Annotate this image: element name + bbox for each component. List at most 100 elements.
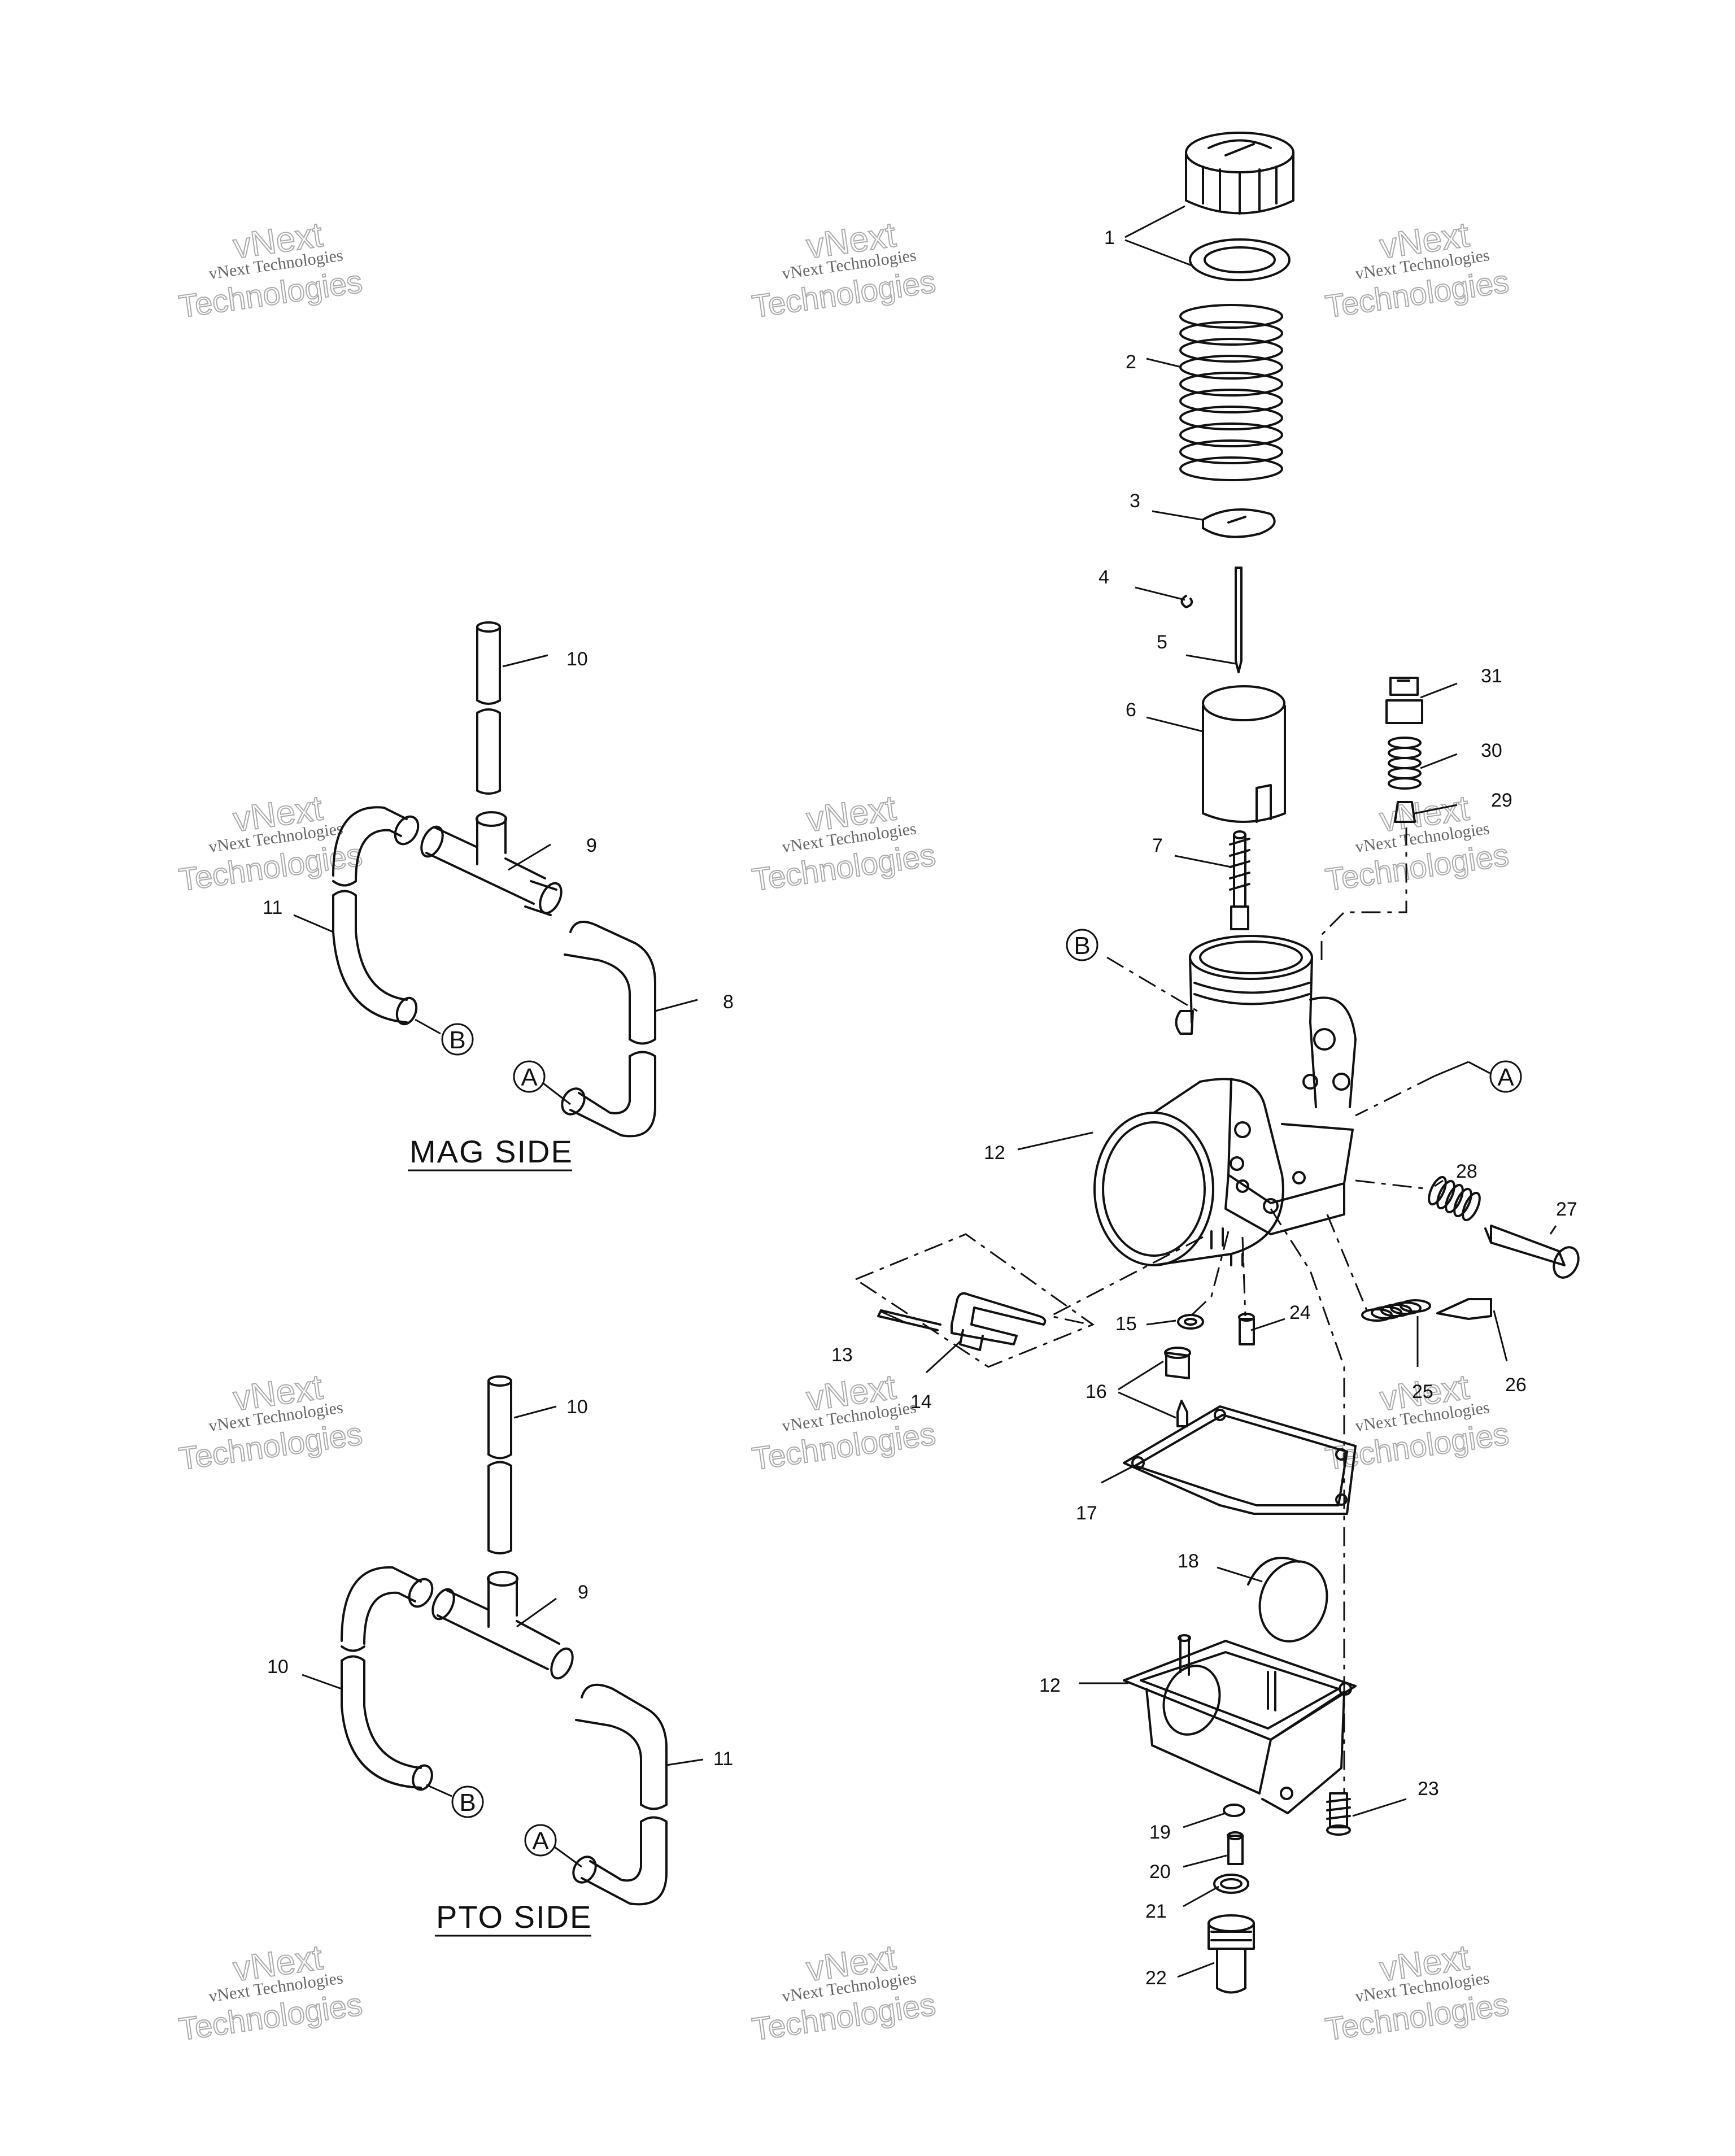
mag-side-title: MAG SIDE	[409, 1134, 573, 1169]
o-ring-hole	[1220, 1878, 1243, 1889]
float-bowl-gasket	[1123, 1405, 1357, 1515]
hose-cut	[640, 1804, 668, 1810]
gasket-hole	[1335, 1493, 1348, 1506]
leader-line	[516, 1597, 557, 1628]
hose-10-lower	[476, 708, 501, 795]
tee-body	[437, 1589, 560, 1670]
callout-15: 15	[1115, 1313, 1137, 1335]
tee-stem	[487, 1578, 518, 1628]
leader-line	[925, 1340, 961, 1374]
pto-side-title: PTO SIDE	[436, 1899, 592, 1935]
leader-line	[513, 1405, 557, 1419]
leader-line	[426, 1784, 452, 1797]
inlet-needle	[1176, 1400, 1188, 1427]
tee-stem	[476, 818, 507, 865]
jet-needle	[1235, 567, 1243, 673]
leader-line	[666, 1758, 704, 1766]
plug-thread	[1210, 1931, 1252, 1941]
leader-line	[1434, 1179, 1444, 1187]
callout-13: 13	[831, 1344, 853, 1366]
leader-line	[502, 654, 548, 668]
leader-line	[1135, 586, 1185, 601]
hose-11-right-top	[575, 1683, 668, 1806]
hose-end	[561, 1087, 586, 1116]
leader-line	[302, 1674, 342, 1690]
callout-3: 3	[1130, 490, 1140, 512]
hose-end	[476, 621, 501, 633]
watermark: vNext vNext Technologies Technologies	[176, 215, 365, 325]
hose-11-top	[332, 806, 408, 882]
ref-letter-a: A	[521, 1064, 538, 1091]
assembly-line	[1241, 1236, 1246, 1317]
float-arm	[951, 1292, 1047, 1345]
ref-letter-b: B	[459, 1789, 476, 1817]
hose-8-bottom	[569, 1051, 656, 1138]
throttle-spring	[1179, 304, 1283, 481]
slide-cutaway	[1256, 784, 1272, 823]
leader-line	[1146, 716, 1204, 733]
tee-top	[487, 1571, 518, 1587]
hose-cut	[476, 699, 501, 705]
screw-head	[1553, 1246, 1580, 1279]
hose-10-left-bottom	[341, 1655, 422, 1789]
screw-head	[1230, 905, 1249, 930]
watermark: vNext vNext Technologies Technologies	[176, 1367, 365, 1477]
hose-cut	[629, 1038, 656, 1045]
ref-circle-a	[524, 1824, 557, 1857]
choke-plunger	[1394, 801, 1416, 823]
watermark: vNext vNext Technologies Technologies	[176, 1937, 365, 2048]
leader-line	[655, 999, 698, 1012]
main-jet-washer	[1223, 1804, 1245, 1817]
leader-line	[1468, 1061, 1490, 1074]
watermark: vNext vNext Technologies Technologies	[1323, 788, 1511, 898]
callout-31: 31	[1481, 665, 1502, 687]
screw-thread	[1229, 838, 1250, 891]
leader-line	[1174, 855, 1232, 868]
callout-24: 24	[1289, 1302, 1311, 1323]
callout-mag-11: 11	[263, 897, 282, 918]
needle-valve-seat	[1165, 1352, 1190, 1379]
leader-line	[1177, 1962, 1215, 1978]
drain-plug-head	[1207, 1922, 1255, 1950]
callout-7: 7	[1152, 835, 1163, 856]
throttle-slide-top	[1202, 685, 1285, 721]
needle-retainer-plate	[1202, 508, 1276, 538]
mag-side-hose-assembly: 10 9 11 8 B A MAG SIDE	[263, 621, 734, 1171]
callout-5: 5	[1157, 631, 1167, 653]
tee-end-left	[420, 825, 444, 858]
bowl-screw-thread	[1326, 1798, 1351, 1820]
washer-hole	[1184, 1318, 1197, 1326]
leader-line	[1183, 1885, 1219, 1907]
callout-19: 19	[1149, 1822, 1171, 1843]
callout-2: 2	[1126, 351, 1136, 373]
callout-pto-9: 9	[578, 1582, 588, 1603]
main-jet-top	[1227, 1831, 1244, 1840]
leader-line	[1493, 1310, 1508, 1362]
leader-line	[293, 914, 334, 933]
float	[1258, 1560, 1328, 1643]
ref-circle-b	[451, 1785, 484, 1818]
pto-side-hose-assembly: 10 9 10 11 B A PTO SIDE	[267, 1375, 733, 1937]
callout-20: 20	[1149, 1861, 1171, 1883]
leader-line	[508, 843, 551, 871]
float-bowl	[1123, 1634, 1357, 1814]
assembly-line	[1355, 1179, 1429, 1190]
callout-1: 1	[1104, 227, 1115, 249]
hose-cut	[332, 880, 357, 887]
watermark: vNext vNext Technologies Technologies	[1323, 215, 1511, 325]
retainer-slot	[1227, 516, 1246, 524]
gasket-hole	[1335, 1448, 1348, 1461]
callout-12-bowl: 12	[1039, 1675, 1061, 1696]
hose-11-right-bottom	[581, 1816, 668, 1906]
callout-pto-11: 11	[713, 1748, 733, 1770]
idle-screw-spring	[1428, 1175, 1481, 1222]
leader-line	[1146, 1319, 1176, 1326]
float-arm-tab	[959, 1329, 984, 1351]
leader-line	[1352, 1798, 1407, 1817]
hose-end	[394, 815, 420, 846]
leader-line	[1152, 510, 1202, 521]
callout-mag-9: 9	[586, 835, 597, 856]
callout-pto-10-left: 10	[267, 1656, 289, 1678]
assembly-line	[1320, 827, 1407, 960]
ref-circle-b	[1066, 929, 1098, 961]
